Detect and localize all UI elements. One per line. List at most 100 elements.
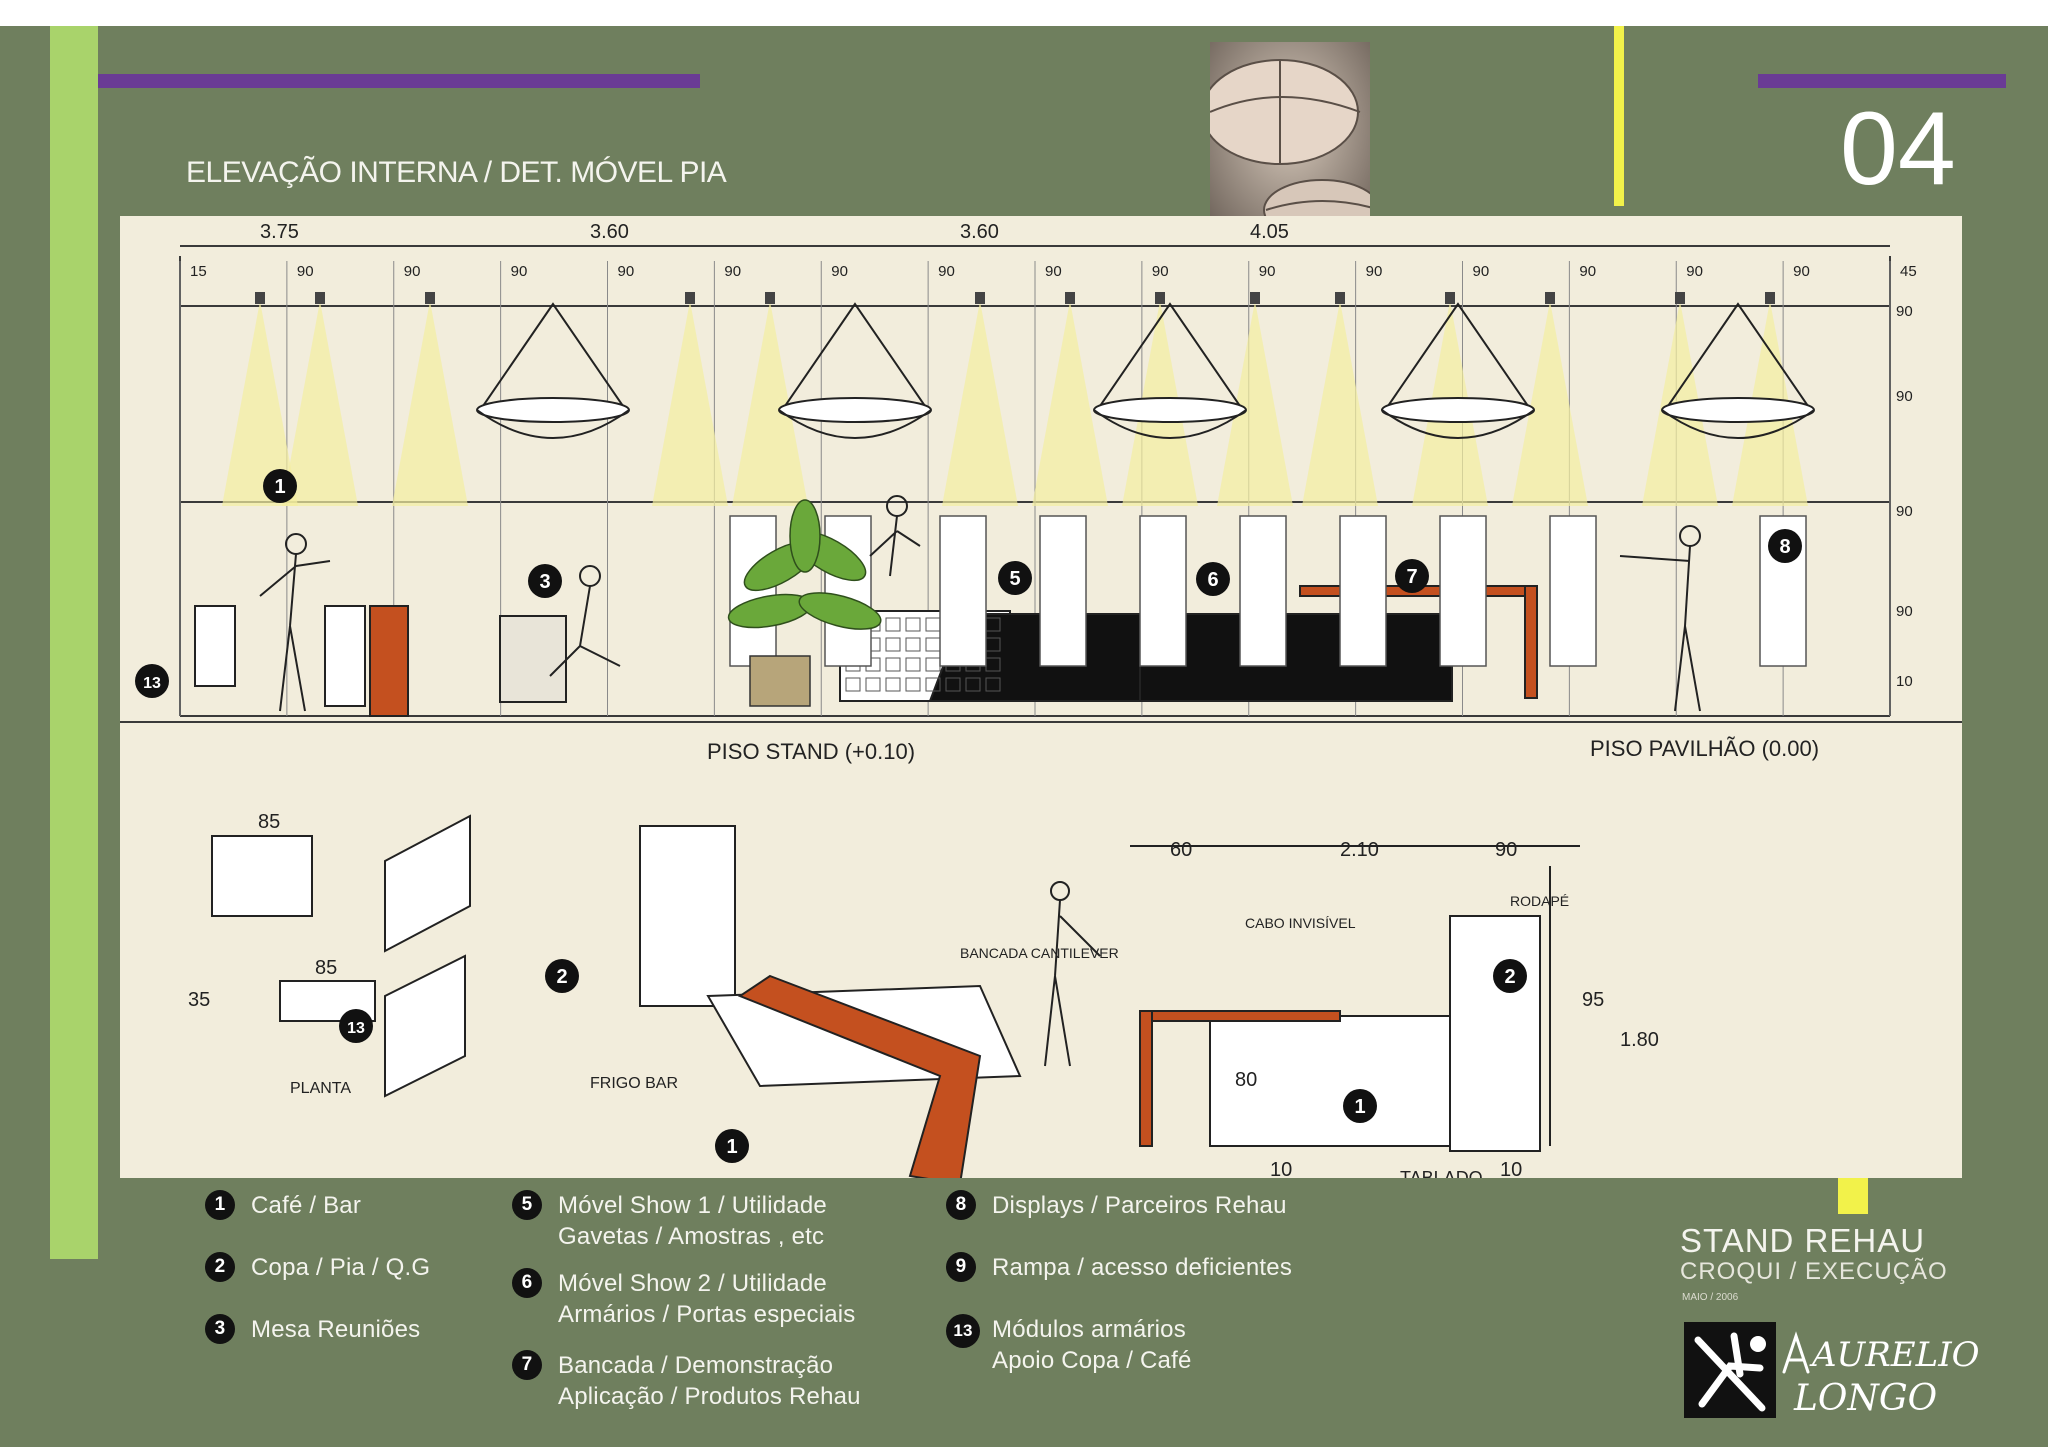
project-date: MAIO / 2006 xyxy=(1682,1292,1739,1303)
plan-note: PLANTA xyxy=(290,1080,351,1097)
legend-line: Móvel Show 2 / Utilidade xyxy=(558,1270,827,1297)
svg-text:2: 2 xyxy=(556,966,567,988)
page-number: 04 xyxy=(1840,91,1956,207)
detail-dim: 10 xyxy=(1270,1159,1292,1178)
spotlight-icon xyxy=(765,292,775,304)
cantilever-note: BANCADA CANTILEVER xyxy=(960,945,1119,961)
callout-marker: 1 xyxy=(263,469,297,503)
stand-floor-label: PISO STAND (+0.10) xyxy=(707,739,915,764)
drawer-front xyxy=(905,677,921,692)
module-dimension: 90 xyxy=(938,263,955,280)
callout-marker: 2 xyxy=(545,959,579,993)
purple-top-bar-left xyxy=(98,74,700,88)
legend-line: Aplicação / Produtos Rehau xyxy=(558,1383,861,1410)
pavilion-floor-label: PISO PAVILHÃO (0.00) xyxy=(1590,736,1819,761)
spotlight-icon xyxy=(1335,292,1345,304)
legend-text: Café / Bar xyxy=(251,1192,362,1219)
callout-marker: 6 xyxy=(1196,562,1230,596)
detail-dim: 10 xyxy=(1500,1159,1522,1178)
lamp-photo xyxy=(1210,42,1370,248)
detail-dim: 85 xyxy=(258,811,280,833)
spotlight-beam xyxy=(1512,301,1588,506)
svg-text:8: 8 xyxy=(1779,536,1790,558)
rodape-note: RODAPÉ xyxy=(1510,893,1569,909)
spotlight-beam xyxy=(1302,301,1378,506)
detail-dim: 80 xyxy=(1235,1069,1257,1091)
module-dimension: 90 xyxy=(1366,263,1383,280)
spotlight-icon xyxy=(1445,292,1455,304)
pendant-lamp-icon xyxy=(1093,302,1247,439)
module-dimension: 15 xyxy=(190,263,207,280)
drawer-front xyxy=(865,677,881,692)
legend-number: 1 xyxy=(205,1190,235,1220)
project-name: STAND REHAU xyxy=(1680,1222,1926,1259)
callout-marker: 3 xyxy=(528,564,562,598)
callout-marker: 2 xyxy=(1493,959,1527,993)
vertical-dimension: 90 xyxy=(1896,503,1913,520)
module-dimension: 90 xyxy=(724,263,741,280)
module-dimension: 90 xyxy=(297,263,314,280)
legend-line: Bancada / Demonstração xyxy=(558,1352,834,1379)
display-panel xyxy=(1439,515,1487,667)
svg-text:5: 5 xyxy=(1009,568,1020,590)
display-panel xyxy=(1039,515,1087,667)
drawer-front xyxy=(885,677,901,692)
detail-dim: 2.10 xyxy=(1340,839,1379,861)
drawer-front xyxy=(885,637,901,652)
display-panel xyxy=(939,515,987,667)
detail-dim: 85 xyxy=(315,957,337,979)
callout-marker: 13 xyxy=(339,1009,373,1043)
callout-marker: 5 xyxy=(998,561,1032,595)
module-dimension: 90 xyxy=(1259,263,1276,280)
drawer-front xyxy=(885,617,901,632)
spotlight-icon xyxy=(425,292,435,304)
drawer-front xyxy=(985,677,1001,692)
callout-marker: 1 xyxy=(1343,1089,1377,1123)
project-subtitle: CROQUI / EXECUÇÃO xyxy=(1680,1258,1948,1285)
svg-text:1: 1 xyxy=(274,476,285,498)
spotlight-icon xyxy=(1250,292,1260,304)
yellow-vertical-line xyxy=(1614,26,1624,206)
legend-line: Módulos armários xyxy=(992,1316,1186,1343)
display-panel xyxy=(1549,515,1597,667)
detail-dim: 35 xyxy=(188,989,210,1011)
spotlight-icon xyxy=(1065,292,1075,304)
spotlight-beam xyxy=(1032,301,1108,506)
legend-number: 9 xyxy=(946,1252,976,1282)
svg-text:13: 13 xyxy=(347,1020,365,1037)
module-dimension: 90 xyxy=(511,263,528,280)
pendant-lamp-icon xyxy=(476,302,630,439)
author-line1: AURELIO xyxy=(1809,1335,1980,1375)
callout-marker: 8 xyxy=(1768,529,1802,563)
svg-text:1: 1 xyxy=(726,1136,737,1158)
purple-top-bar-right xyxy=(1758,74,2006,88)
svg-text:13: 13 xyxy=(143,675,161,692)
module-dimension: 90 xyxy=(1793,263,1810,280)
legend-number: 8 xyxy=(946,1190,976,1220)
legend-number: 3 xyxy=(205,1314,235,1344)
callout-marker: 7 xyxy=(1395,559,1429,593)
pendant-lamp-icon xyxy=(1661,302,1815,439)
drawer-front xyxy=(905,637,921,652)
legend-line: Gavetas / Amostras , etc xyxy=(558,1223,825,1250)
legend-line: Armários / Portas especiais xyxy=(558,1301,856,1328)
module-dimension: 90 xyxy=(404,263,421,280)
callout-marker: 1 xyxy=(715,1129,749,1163)
overall-dimension: 3.60 xyxy=(960,221,999,243)
drawer-front xyxy=(885,657,901,672)
spotlight-icon xyxy=(975,292,985,304)
tablado-note: TABLADO xyxy=(1400,1168,1483,1178)
vertical-dimension: 10 xyxy=(1896,673,1913,690)
legend-number: 6 xyxy=(512,1268,542,1298)
spotlight-beam xyxy=(732,301,808,506)
display-panel xyxy=(1339,515,1387,667)
display-panel xyxy=(1239,515,1287,667)
legend-line: Apoio Copa / Café xyxy=(992,1347,1192,1374)
module-dimension: 90 xyxy=(618,263,635,280)
green-vertical-stripe xyxy=(50,26,98,1259)
module-dimension: 90 xyxy=(1686,263,1703,280)
spotlight-beam xyxy=(282,301,358,506)
